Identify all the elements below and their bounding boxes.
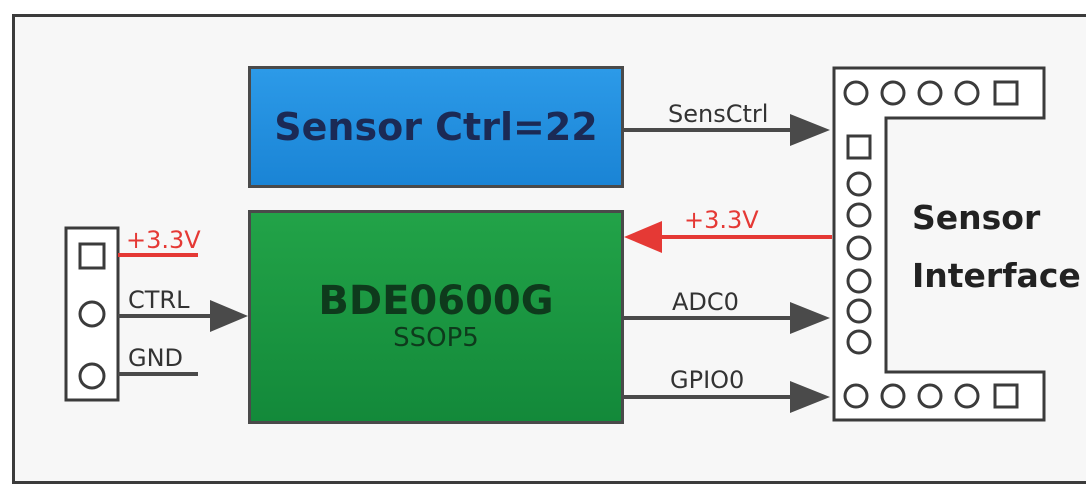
- column-pin: [846, 171, 872, 197]
- sensctrl-arrowhead: [790, 114, 830, 146]
- sensor-interface-title-line1: Sensor: [912, 198, 1041, 237]
- adc-arrowhead: [790, 302, 830, 334]
- bottom-row-pin: [880, 383, 906, 409]
- sensor-ctrl-block: Sensor Ctrl=22: [248, 66, 624, 188]
- left-ctrl-arrowhead: [210, 300, 248, 332]
- top-row-pin: [843, 80, 869, 106]
- top-row-pin: [880, 80, 906, 106]
- column-square-pin: [846, 134, 872, 160]
- bottom-row-pin: [843, 383, 869, 409]
- bottom-row-square-pin: [993, 383, 1019, 409]
- chip-package: SSOP5: [393, 323, 479, 353]
- chip-block: BDE0600G SSOP5: [248, 210, 624, 424]
- top-row-pin: [917, 80, 943, 106]
- chip-name: BDE0600G: [318, 278, 554, 324]
- gpio-arrowhead: [790, 381, 830, 413]
- left-gnd-label: GND: [128, 344, 184, 372]
- left-header-round-pin-ctrl: [78, 300, 106, 328]
- column-pin: [846, 329, 872, 355]
- top-row-pin: [954, 80, 980, 106]
- sensctrl-label: SensCtrl: [668, 100, 769, 128]
- left-ctrl-label: CTRL: [128, 286, 190, 314]
- sensor-ctrl-label: Sensor Ctrl=22: [274, 105, 598, 149]
- adc-label: ADC0: [672, 288, 739, 316]
- column-pin: [846, 298, 872, 324]
- gpio-label: GPIO0: [670, 366, 745, 394]
- power-label: +3.3V: [684, 206, 759, 234]
- bottom-row-pin: [917, 383, 943, 409]
- sensor-interface-title-line2: Interface: [912, 256, 1081, 295]
- wiring-layer: [64, 66, 1046, 422]
- column-pin: [846, 235, 872, 261]
- column-pin: [846, 268, 872, 294]
- left-power-label: +3.3V: [126, 226, 201, 254]
- power-arrowhead: [624, 221, 662, 253]
- bottom-row-pin: [954, 383, 980, 409]
- left-header-square-pin: [78, 242, 106, 270]
- left-header-round-pin-gnd: [78, 362, 106, 390]
- column-pin: [846, 202, 872, 228]
- top-row-square-pin: [993, 80, 1019, 106]
